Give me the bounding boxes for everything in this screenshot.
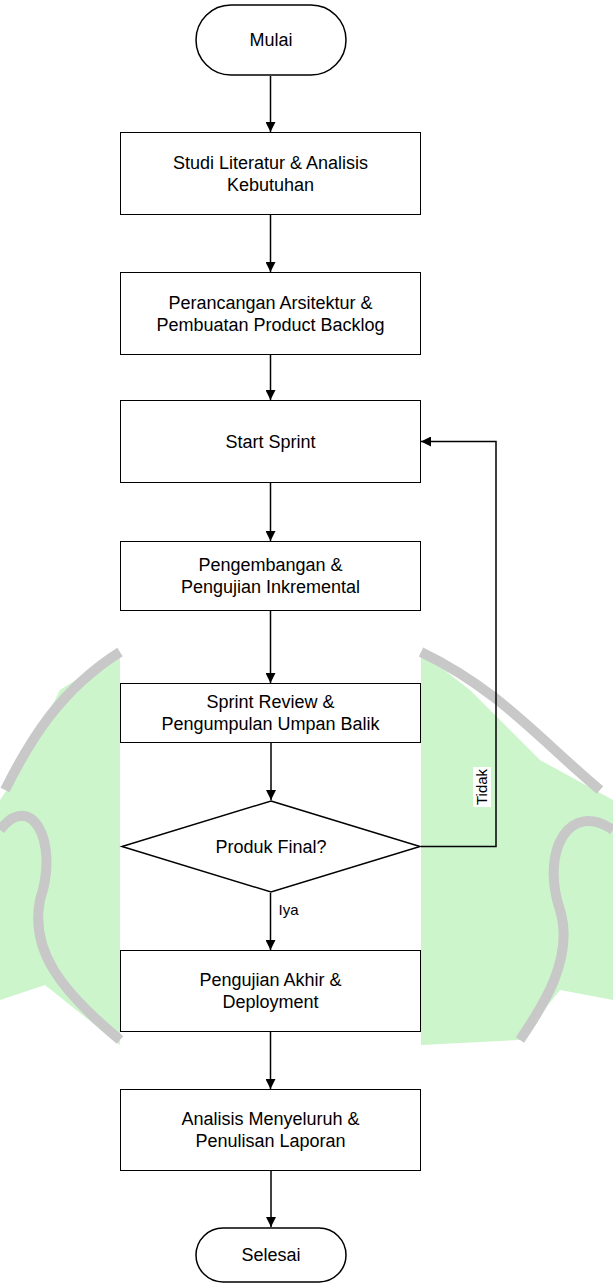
edge-label: Tidak bbox=[473, 766, 491, 806]
node-text: Sprint Review & Pengumpulan Umpan Balik bbox=[153, 691, 388, 735]
connector-arrow bbox=[270, 1171, 272, 1227]
connector-arrow bbox=[270, 483, 272, 541]
process-box: Studi Literatur & Analisis Kebutuhan bbox=[120, 132, 421, 215]
connector-arrow bbox=[270, 611, 272, 683]
connector-arrow bbox=[270, 76, 272, 132]
process-box: Pengembangan & Pengujian Inkremental bbox=[120, 541, 421, 611]
node-text: Pengembangan & Pengujian Inkremental bbox=[163, 554, 378, 598]
terminal-outline bbox=[196, 5, 346, 75]
node-text: Mulai bbox=[249, 29, 292, 51]
connector-arrow bbox=[270, 1032, 272, 1089]
watermark-shape bbox=[421, 652, 613, 1045]
node-text: Pengujian Akhir & Deployment bbox=[171, 969, 371, 1013]
connector-arrow bbox=[270, 215, 272, 272]
node-text: Selesai bbox=[241, 1244, 300, 1266]
node-text: Studi Literatur & Analisis Kebutuhan bbox=[146, 152, 396, 196]
node-text: Produk Final? bbox=[215, 836, 326, 858]
process-box: Sprint Review & Pengumpulan Umpan Balik bbox=[120, 683, 421, 743]
process-box: Start Sprint bbox=[120, 400, 421, 483]
watermark-outline bbox=[0, 652, 120, 1040]
node-text: Analisis Menyeluruh & Penulisan Laporan bbox=[158, 1108, 383, 1152]
connector-arrow bbox=[270, 355, 272, 400]
terminal-oval: Mulai bbox=[195, 4, 347, 76]
decision-diamond: Produk Final? bbox=[121, 800, 421, 893]
process-box: Perancangan Arsitektur & Pembuatan Produ… bbox=[120, 272, 421, 355]
diamond-outline bbox=[122, 801, 420, 892]
connector-arrow bbox=[270, 893, 272, 950]
connector-arrow bbox=[421, 442, 496, 847]
connector-arrow bbox=[270, 743, 272, 800]
watermark-shape bbox=[0, 652, 120, 1045]
terminal-oval: Selesai bbox=[195, 1227, 347, 1283]
node-text: Start Sprint bbox=[225, 431, 315, 453]
node-text: Perancangan Arsitektur & Pembuatan Produ… bbox=[146, 292, 396, 336]
process-box: Pengujian Akhir & Deployment bbox=[120, 950, 421, 1032]
process-box: Analisis Menyeluruh & Penulisan Laporan bbox=[120, 1089, 421, 1171]
edge-label: Iya bbox=[277, 901, 301, 919]
terminal-outline bbox=[196, 1228, 346, 1282]
